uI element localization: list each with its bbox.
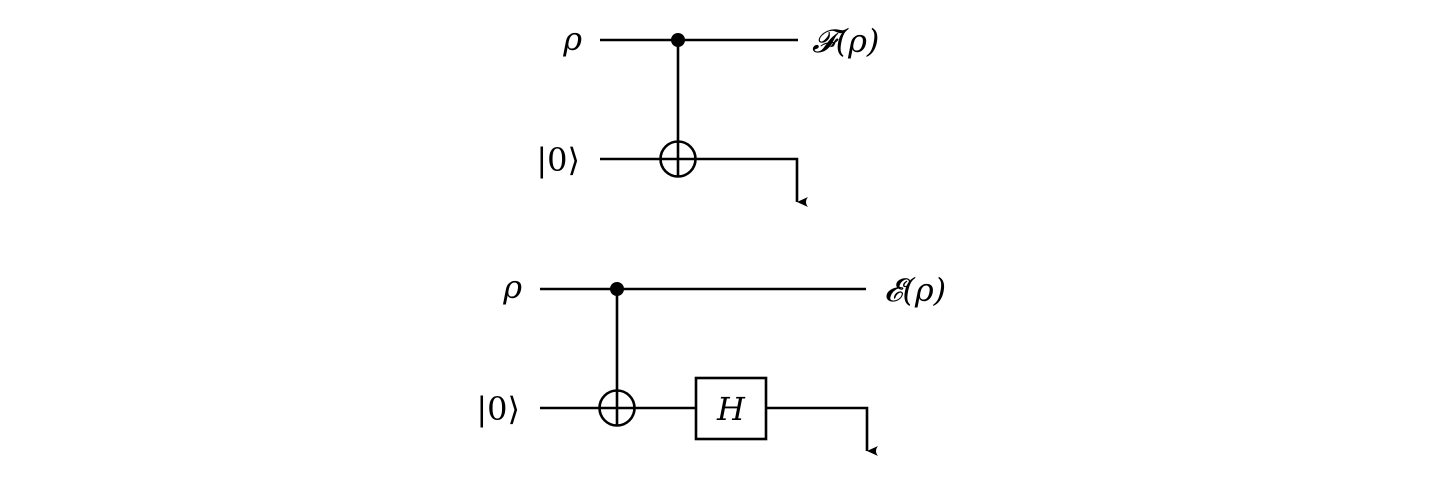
circuit-2: ρ 𝓔(ρ) |0⟩ H [476,268,946,456]
circuit-2-bottom-wire-segment-2 [766,406,878,456]
circuit-2-top-input-label: ρ [502,268,522,306]
circuit-1-top-input-label: ρ [562,20,582,58]
circuit-1-top-output-label: 𝓕(ρ) [812,22,879,60]
circuit-1: ρ 𝓕(ρ) |0⟩ [536,20,879,207]
circuit-2-hadamard-label: H [716,390,746,428]
circuit-1-bottom-input-label: |0⟩ [536,141,580,179]
circuit-2-top-output-label: 𝓔(ρ) [884,271,946,309]
circuit-2-hadamard-gate: H [694,376,768,441]
circuit-1-cnot-target [659,140,697,178]
circuit-1-bottom-wire [600,157,808,207]
circuit-2-cnot-target [598,389,636,427]
circuit-2-bottom-input-label: |0⟩ [476,390,520,428]
